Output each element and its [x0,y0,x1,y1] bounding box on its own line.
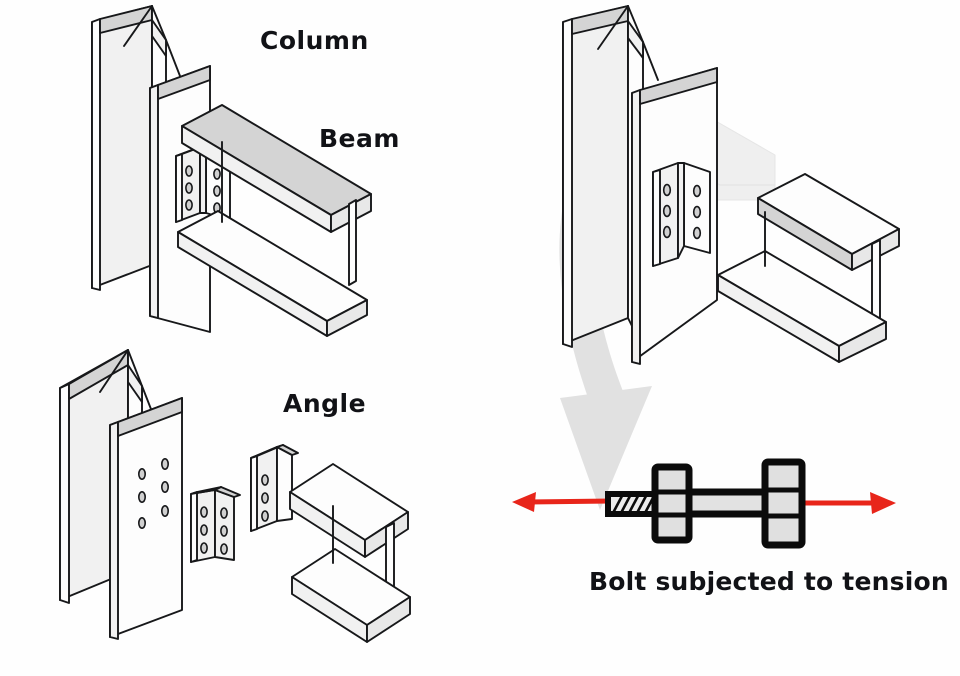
column-i-section [562,5,718,365]
label-bolt-caption: Bolt subjected to tension [589,567,949,596]
column-i-section [59,349,183,640]
arrow-left-icon[interactable] [512,492,615,512]
label-angle: Angle [283,389,367,418]
bolt-nut [651,463,693,544]
beam-i-section [177,104,372,337]
arrow-right-icon[interactable] [797,492,896,514]
angle-left [190,486,241,563]
label-beam: Beam [319,124,400,153]
label-column: Column [260,26,369,55]
bolt-assembly [605,458,806,549]
beam-i-section [289,463,411,643]
angle-right [250,444,299,532]
connection-angle-pair [652,162,711,267]
beam-i-section [717,173,900,363]
bolt-head [761,458,806,549]
